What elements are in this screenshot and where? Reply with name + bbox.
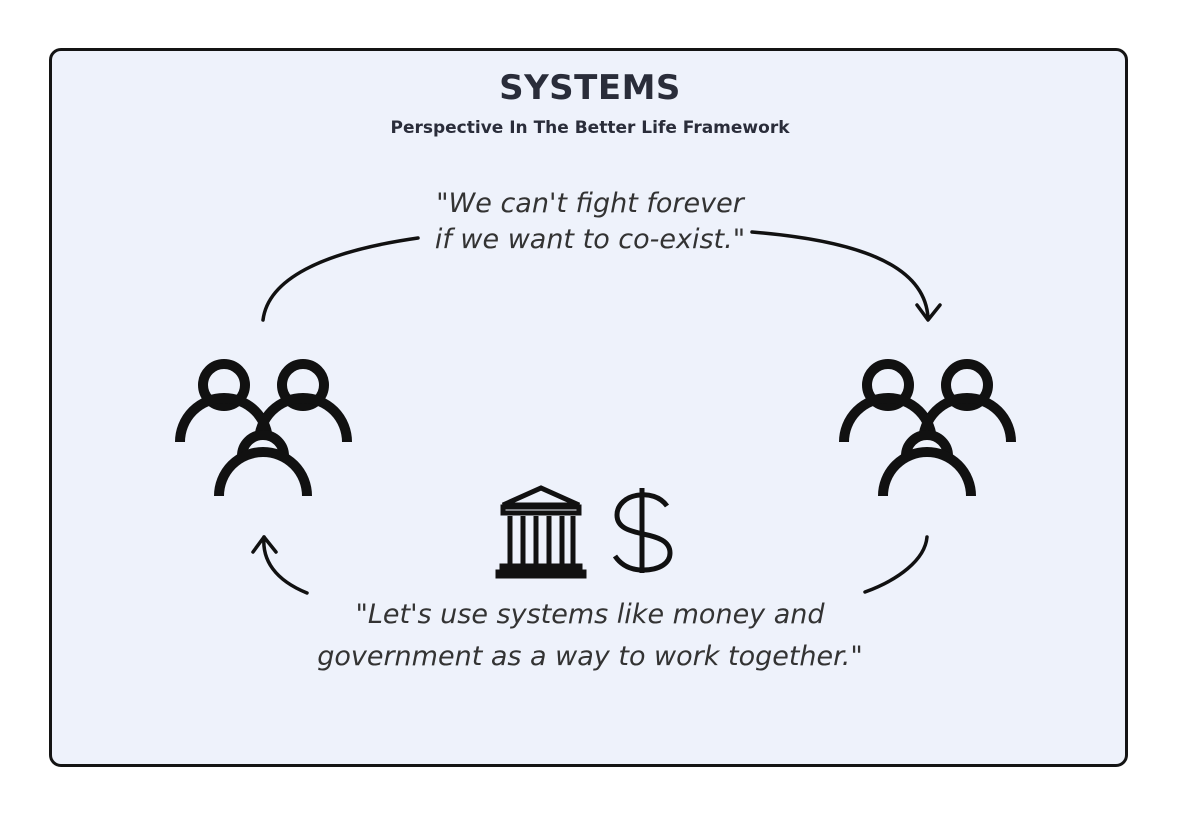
bottom-quote-line-1: "Let's use systems like money and xyxy=(355,599,825,630)
right-people-group-icon xyxy=(839,359,1016,497)
page-subtitle: Perspective In The Better Life Framework xyxy=(390,118,790,138)
bottom-arrow xyxy=(251,535,929,595)
bottom-quote-line-2: government as a way to work together." xyxy=(317,641,863,672)
top-arrow xyxy=(261,230,942,322)
dollar-sign-icon xyxy=(612,488,673,573)
page-title: SYSTEMS xyxy=(499,68,681,108)
bank-building-icon xyxy=(495,485,587,579)
left-people-group-icon xyxy=(175,359,352,497)
bottom-quote: "Let's use systems like money and govern… xyxy=(290,594,890,678)
top-quote-line-1: "We can't fight forever xyxy=(436,188,744,219)
top-quote: "We can't fight forever if we want to co… xyxy=(360,186,820,258)
top-quote-line-2: if we want to co-exist." xyxy=(434,224,746,255)
